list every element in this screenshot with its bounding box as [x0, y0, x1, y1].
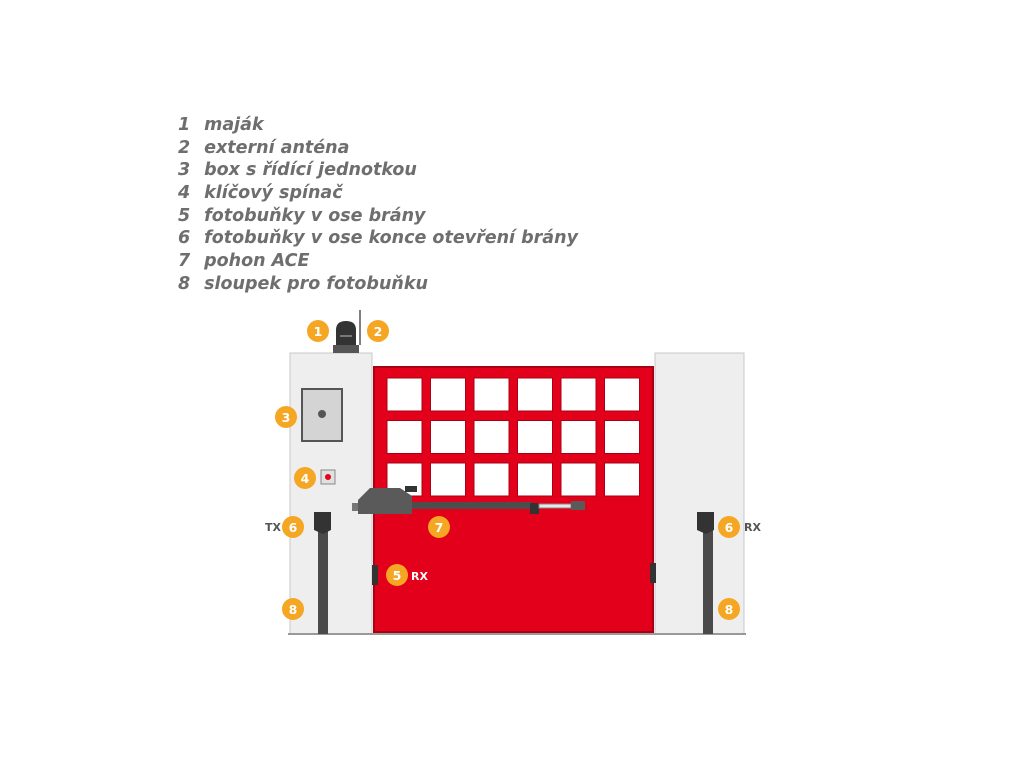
svg-text:4: 4	[301, 471, 310, 486]
legend-item: 7 pohon ACE	[178, 250, 578, 273]
key-switch-icon	[320, 469, 336, 485]
legend-item-label: box s řídící jednotkou	[204, 160, 417, 181]
gate-window	[386, 420, 423, 454]
beacon-icon	[333, 321, 359, 353]
svg-text:8: 8	[289, 602, 298, 617]
legend-item-number: 7	[178, 251, 191, 272]
legend-item-label: klíčový spínač	[204, 183, 343, 204]
callout-photocell-right: 6	[718, 516, 740, 538]
callout-antenna: 2	[367, 320, 389, 342]
gate-axis-photocell-right	[650, 563, 656, 583]
callout-photocell-left: 6	[282, 516, 304, 538]
legend-item-number: 1	[178, 115, 191, 135]
gate-axis-photocell-left	[372, 565, 378, 585]
gate-window	[473, 377, 510, 412]
gate-window	[517, 420, 553, 454]
svg-text:7: 7	[435, 520, 444, 535]
legend-item-label: pohon ACE	[204, 251, 310, 272]
rx-right-label: RX	[744, 521, 761, 534]
gate-window	[604, 462, 640, 497]
svg-text:2: 2	[374, 324, 383, 339]
right-pillar	[654, 352, 745, 635]
svg-text:6: 6	[725, 520, 734, 535]
legend-item: 3 box s řídící jednotkou	[178, 159, 578, 182]
legend-item: 2 externí anténa	[178, 137, 578, 160]
svg-text:6: 6	[289, 520, 298, 535]
legend-item: 8 sloupek pro fotobuňku	[178, 273, 578, 296]
legend-item: 1 maják	[178, 114, 578, 137]
gate-window	[430, 462, 466, 497]
gate-window	[560, 420, 597, 454]
svg-text:8: 8	[725, 602, 734, 617]
gate-window	[517, 377, 553, 412]
gate-window	[473, 420, 510, 454]
rx-gate-label: RX	[411, 570, 428, 583]
gate	[373, 366, 654, 633]
callout-post-right: 8	[718, 598, 740, 620]
callout-post-left: 8	[282, 598, 304, 620]
svg-text:5: 5	[393, 568, 402, 583]
left-photocell-post	[314, 512, 331, 634]
legend-item: 6 fotobuňky v ose konce otevření brány	[178, 227, 578, 250]
legend-item: 4 klíčový spínač	[178, 182, 578, 205]
callout-control-box: 3	[275, 406, 297, 428]
gate-window	[560, 377, 597, 412]
callout-photocell-gate-axis: 5	[386, 564, 408, 586]
gate-window	[386, 377, 423, 412]
legend-item-number: 2	[178, 137, 191, 158]
legend-item-number: 4	[178, 183, 191, 204]
legend-item-number: 6	[178, 228, 191, 249]
gate-window	[473, 462, 510, 497]
motor-arm-icon	[352, 486, 585, 514]
callout-motor: 7	[428, 516, 450, 538]
gate-window	[430, 377, 466, 412]
legend-item-number: 3	[178, 160, 191, 181]
legend-item-label: fotobuňky v ose konce otevření brány	[204, 228, 578, 249]
right-photocell-post	[697, 512, 714, 634]
legend-item-number: 8	[178, 273, 191, 294]
svg-text:3: 3	[282, 410, 291, 425]
legend-item: 5 fotobuňky v ose brány	[178, 205, 578, 228]
gate-windows	[386, 377, 640, 497]
gate-window	[604, 377, 640, 412]
legend-item-label: maják	[204, 115, 264, 135]
gate-window	[560, 462, 597, 497]
tx-label: TX	[265, 521, 282, 534]
legend-item-label: sloupek pro fotobuňku	[204, 273, 428, 294]
control-box-icon	[301, 388, 343, 442]
svg-text:1: 1	[314, 324, 323, 339]
legend-item-label: fotobuňky v ose brány	[204, 205, 426, 226]
gate-window	[517, 462, 553, 497]
legend-item-number: 5	[178, 205, 191, 226]
callout-beacon: 1	[307, 320, 329, 342]
legend-item-label: externí anténa	[204, 137, 350, 158]
gate-window	[604, 420, 640, 454]
legend-list: 1 maják 2 externí anténa 3 box s řídící …	[178, 114, 578, 296]
callout-key-switch: 4	[294, 467, 316, 489]
gate-window	[430, 420, 466, 454]
